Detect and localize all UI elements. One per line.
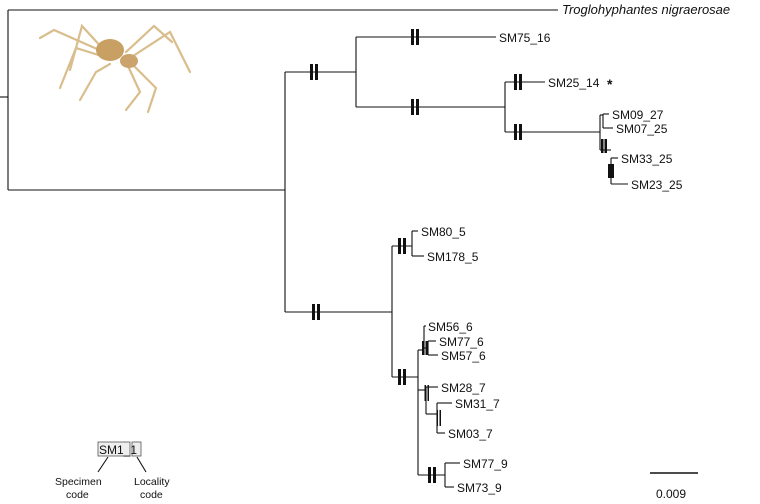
tip-label: SM31_7 bbox=[455, 397, 500, 411]
tip-label: SM25_14 bbox=[548, 76, 600, 90]
support-mark bbox=[514, 124, 522, 140]
tip-label: SM56_6 bbox=[428, 320, 473, 334]
tip-label: SM33_25 bbox=[621, 152, 673, 166]
support-mark bbox=[428, 467, 436, 483]
tip-label: SM75_16 bbox=[499, 31, 551, 45]
support-mark bbox=[411, 29, 419, 45]
tip-label: SM80_5 bbox=[421, 225, 466, 239]
spider-abdomen bbox=[96, 39, 124, 61]
legend-specimen-line2: code bbox=[66, 489, 89, 501]
outgroup-label: Troglohyphantes nigraerosae bbox=[562, 2, 730, 17]
support-mark bbox=[514, 74, 522, 90]
support-mark bbox=[422, 341, 428, 355]
support-mark bbox=[312, 304, 320, 320]
scale-bar-label: 0.009 bbox=[656, 487, 686, 501]
spider-cephalothorax bbox=[120, 54, 138, 68]
scale-bar: 0.009 bbox=[650, 472, 698, 501]
support-mark bbox=[310, 64, 318, 80]
asterisk-marker: * bbox=[607, 76, 613, 92]
support-marks bbox=[310, 29, 614, 483]
tip-label: SM77_9 bbox=[463, 457, 508, 471]
tip-label: SM23_25 bbox=[631, 178, 683, 192]
legend-specimen-box bbox=[97, 441, 131, 457]
legend-locality-box bbox=[131, 441, 142, 457]
tip-label: SM09_27 bbox=[612, 108, 664, 122]
tip-label: SM77_6 bbox=[439, 335, 484, 349]
tip-label: SM73_9 bbox=[457, 481, 502, 495]
legend-locality-line1: Locality bbox=[134, 476, 170, 488]
legend: SM1_1 Specimen code Locality code bbox=[55, 441, 170, 501]
legend-specimen-line1: Specimen bbox=[55, 476, 102, 488]
tip-label: SM28_7 bbox=[441, 381, 486, 395]
legend-locality-line2: code bbox=[140, 489, 163, 501]
support-mark bbox=[398, 238, 406, 254]
support-mark bbox=[608, 164, 614, 178]
support-mark bbox=[436, 410, 441, 426]
legend-example-code: SM1_1 bbox=[99, 443, 137, 457]
spider-illustration bbox=[38, 23, 192, 114]
tip-label: SM178_5 bbox=[427, 250, 479, 264]
support-mark bbox=[601, 139, 607, 153]
support-mark bbox=[424, 385, 429, 401]
support-mark bbox=[398, 369, 406, 385]
tip-label: SM07_25 bbox=[616, 122, 668, 136]
support-mark bbox=[411, 99, 419, 115]
tip-label: SM03_7 bbox=[448, 427, 493, 441]
tip-label: SM57_6 bbox=[441, 349, 486, 363]
